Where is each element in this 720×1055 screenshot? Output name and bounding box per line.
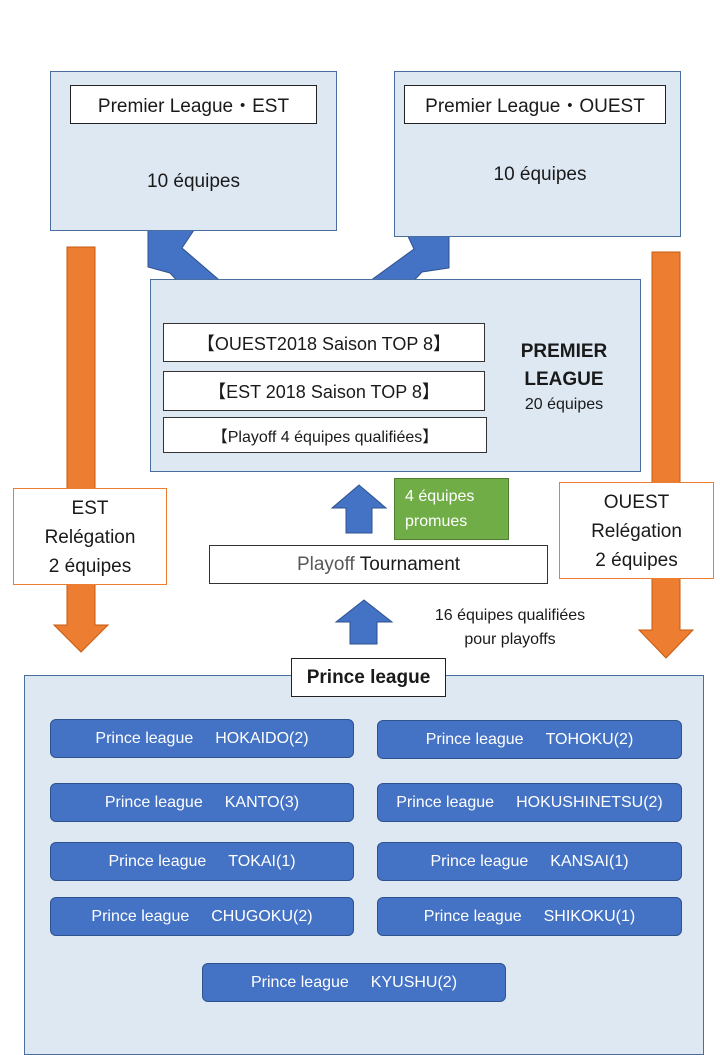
prince-pill-prefix: Prince league xyxy=(91,907,190,925)
premier-row-playoff: 【Playoff 4 équipes qualifiées】 xyxy=(163,417,487,453)
relegation-est-box: EST Relégation 2 équipes xyxy=(13,488,167,585)
relegation-est-line1: EST xyxy=(71,498,109,519)
relegation-arrow-right xyxy=(637,251,695,659)
premier-est-panel: Premier League・EST 10 équipes xyxy=(50,71,337,231)
prince-league-chugoku: Prince league CHUGOKU(2) xyxy=(50,897,354,936)
prince-pill-prefix: Prince league xyxy=(396,793,495,811)
promoted-line2: promues xyxy=(405,513,468,530)
qualified-line1: 16 équipes qualifiées xyxy=(434,607,586,624)
qualified-note: 16 équipes qualifiées pour playoffs xyxy=(405,604,615,652)
qualified-line2: pour playoffs xyxy=(464,631,556,648)
tournament-word: Tournament xyxy=(359,553,461,575)
prince-league-hokushinetsu: Prince league HOKUSHINETSU(2) xyxy=(377,783,682,822)
relegation-ouest-line1: OUEST xyxy=(603,492,670,513)
relegation-est-line3: 2 équipes xyxy=(48,556,132,577)
promoted-box: 4 équipes promues xyxy=(394,478,509,540)
relegation-arrow-left xyxy=(52,246,110,653)
premier-est-teams: 10 équipes xyxy=(147,171,240,192)
prince-league-kansai: Prince league KANSAI(1) xyxy=(377,842,682,881)
prince-league-shikoku: Prince league SHIKOKU(1) xyxy=(377,897,682,936)
prince-pill-prefix: Prince league xyxy=(95,729,194,747)
prince-pill-region: KANSAI(1) xyxy=(550,852,629,870)
prince-pill-prefix: Prince league xyxy=(423,907,522,925)
premier-row-ouest: 【OUEST2018 Saison TOP 8】 xyxy=(163,323,485,362)
prince-pill-prefix: Prince league xyxy=(430,852,529,870)
prince-league-tokai: Prince league TOKAI(1) xyxy=(50,842,354,881)
prince-pill-prefix: Prince league xyxy=(425,730,524,748)
prince-league-header: Prince league xyxy=(291,658,446,697)
prince-pill-prefix: Prince league xyxy=(250,973,349,991)
relegation-ouest-line3: 2 équipes xyxy=(595,550,678,571)
prince-pill-prefix: Prince league xyxy=(108,852,207,870)
relegation-est-line2: Relégation xyxy=(44,527,136,548)
prince-pill-region: TOHOKU(2) xyxy=(545,730,634,748)
prince-pill-region: CHUGOKU(2) xyxy=(211,907,313,925)
premier-row-est: 【EST 2018 Saison TOP 8】 xyxy=(163,371,485,411)
prince-pill-region: SHIKOKU(1) xyxy=(543,907,636,925)
premier-est-title: Premier League・EST xyxy=(70,85,317,124)
playoff-up-arrow xyxy=(330,484,388,534)
playoff-word: Playoff xyxy=(296,553,355,575)
prince-up-arrow xyxy=(334,599,394,645)
prince-league-hokaido: Prince league HOKAIDO(2) xyxy=(50,719,354,758)
premier-ouest-title: Premier League・OUEST xyxy=(404,85,666,124)
relegation-ouest-box: OUEST Relégation 2 équipes xyxy=(559,482,714,579)
prince-pill-region: HOKAIDO(2) xyxy=(215,729,309,747)
prince-league-kanto: Prince league KANTO(3) xyxy=(50,783,354,822)
prince-pill-region: KYUSHU(2) xyxy=(370,973,458,991)
prince-pill-prefix: Prince league xyxy=(104,793,203,811)
prince-pill-region: HOKUSHINETSU(2) xyxy=(516,793,663,811)
premier-ouest-teams: 10 équipes xyxy=(493,164,587,185)
prince-league-kyushu: Prince league KYUSHU(2) xyxy=(202,963,506,1002)
premier-league-panel: 【OUEST2018 Saison TOP 8】 【EST 2018 Saiso… xyxy=(150,279,641,472)
prince-pill-region: KANTO(3) xyxy=(224,793,300,811)
premier-label-line1: PREMIER xyxy=(520,341,608,362)
playoff-tournament-box: Playoff Tournament xyxy=(209,545,548,584)
premier-label-teams: 20 équipes xyxy=(524,396,604,413)
prince-league-tohoku: Prince league TOHOKU(2) xyxy=(377,720,682,759)
promoted-line1: 4 équipes xyxy=(405,488,475,505)
relegation-ouest-line2: Relégation xyxy=(591,521,682,542)
premier-ouest-panel: Premier League・OUEST 10 équipes xyxy=(394,71,681,237)
premier-label-line2: LEAGUE xyxy=(524,369,604,390)
prince-pill-region: TOKAI(1) xyxy=(228,852,296,870)
premier-league-label: PREMIER LEAGUE 20 équipes xyxy=(499,338,629,416)
